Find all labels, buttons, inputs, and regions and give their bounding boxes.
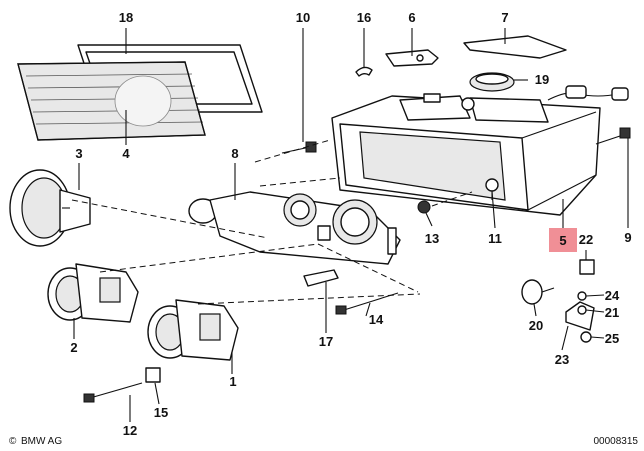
callout-10[interactable]: 10 — [296, 10, 310, 25]
part-20-knob[interactable] — [521, 279, 555, 305]
callout-3[interactable]: 3 — [75, 146, 82, 161]
part-7-cover-strip[interactable] — [463, 35, 567, 59]
part-12-long-screw[interactable] — [83, 382, 143, 403]
part-21-spring[interactable] — [577, 305, 587, 315]
callout-24[interactable]: 24 — [605, 288, 620, 303]
callout-16[interactable]: 16 — [357, 10, 371, 25]
callout-20[interactable]: 20 — [529, 318, 543, 333]
callout-2[interactable]: 2 — [70, 340, 77, 355]
part-14-adjusting-screw[interactable] — [335, 292, 399, 315]
callout-17[interactable]: 17 — [319, 334, 333, 349]
part-8-carrier-bracket[interactable] — [188, 191, 401, 265]
copyright-notice: © BMW AG — [9, 436, 62, 447]
callout-23[interactable]: 23 — [555, 352, 569, 367]
callout-5[interactable]: 5 — [559, 233, 566, 248]
part-16-clip[interactable] — [355, 66, 373, 77]
callout-12[interactable]: 12 — [123, 423, 137, 438]
callout-11[interactable]: 11 — [488, 231, 502, 246]
part-4-headlight-lens[interactable] — [17, 61, 206, 141]
alignment-lines — [71, 139, 473, 305]
callout-22[interactable]: 22 — [579, 232, 593, 247]
part-10-screw[interactable] — [281, 141, 317, 154]
callout-1[interactable]: 1 — [229, 374, 236, 389]
part-5-headlight-housing[interactable] — [331, 85, 629, 216]
callout-19[interactable]: 19 — [535, 72, 549, 87]
callout-25[interactable]: 25 — [605, 331, 619, 346]
part-17-bulb[interactable] — [303, 269, 339, 287]
part-3-reflector-ring[interactable] — [9, 169, 91, 247]
part-13-nut[interactable] — [417, 200, 431, 214]
callout-9[interactable]: 9 — [624, 230, 631, 245]
callout-8[interactable]: 8 — [231, 146, 238, 161]
part-15-sleeve[interactable] — [145, 367, 161, 383]
part-22-clip[interactable] — [579, 259, 595, 275]
callout-7[interactable]: 7 — [501, 10, 508, 25]
callout-21[interactable]: 21 — [605, 305, 619, 320]
part-25-nut[interactable] — [580, 331, 592, 343]
drawing-number: 00008315 — [594, 436, 639, 447]
callout-18[interactable]: 18 — [119, 10, 133, 25]
leader-lines — [73, 28, 629, 422]
callout-6[interactable]: 6 — [408, 10, 415, 25]
part-6-bracket-plate[interactable] — [385, 49, 439, 67]
part-23-bracket[interactable] — [565, 301, 595, 331]
copyright-symbol: © — [9, 436, 17, 447]
callout-15[interactable]: 15 — [154, 405, 168, 420]
part-2-headlight-unit[interactable] — [47, 263, 139, 323]
part-9-screw[interactable] — [595, 127, 631, 145]
callout-13[interactable]: 13 — [425, 231, 439, 246]
callout-numbers: 1 2 3 4 5 6 7 8 9 10 11 12 13 14 15 16 1… — [70, 10, 631, 438]
callout-4[interactable]: 4 — [122, 146, 130, 161]
highlighted-part-box — [549, 228, 577, 252]
part-1-headlight-unit[interactable] — [147, 299, 239, 361]
part-19-cap[interactable] — [469, 72, 515, 92]
callout-14[interactable]: 14 — [369, 312, 384, 327]
brand-label: BMW AG — [21, 436, 62, 447]
part-24-washer[interactable] — [577, 291, 587, 301]
